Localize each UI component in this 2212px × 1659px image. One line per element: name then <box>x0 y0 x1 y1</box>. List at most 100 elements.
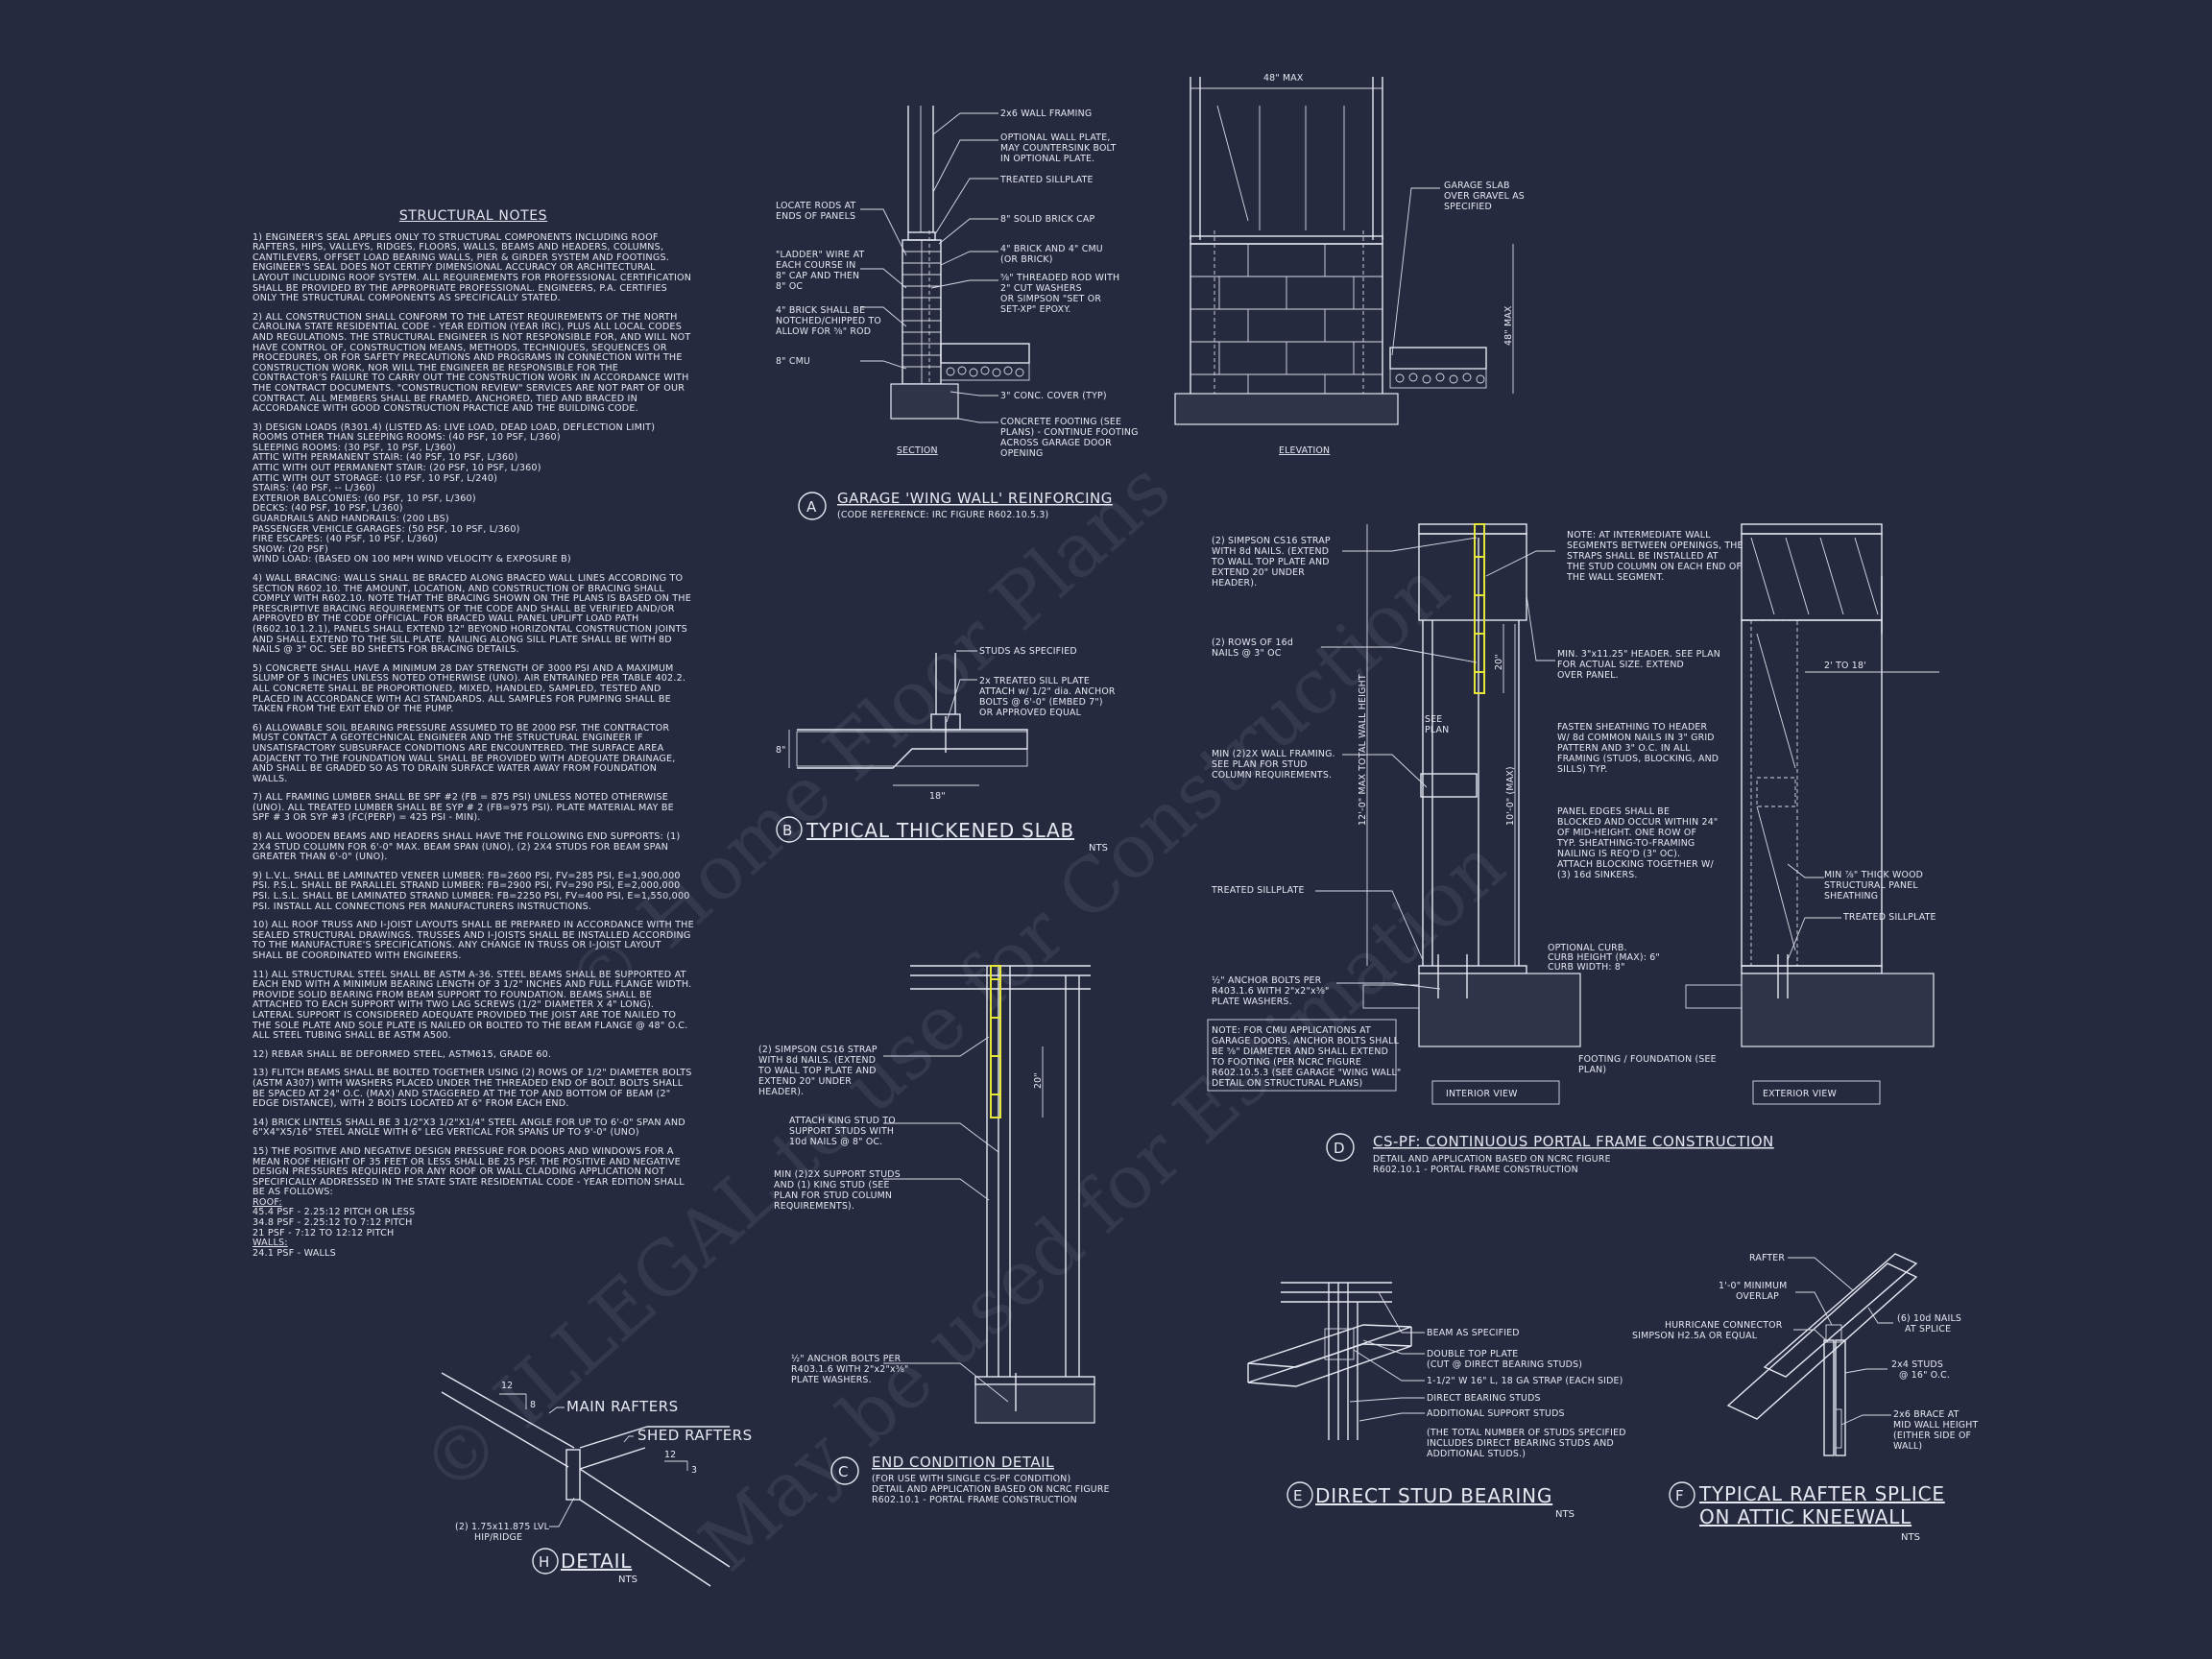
dim-height: 48" MAX <box>1503 305 1514 346</box>
detail-a-wing-wall: LOCATE RODS AT ENDS OF PANELS "LADDER" W… <box>776 73 1525 520</box>
svg-text:DIRECT BEARING STUDS: DIRECT BEARING STUDS <box>1427 1393 1541 1404</box>
svg-text:½" ANCHOR BOLTS PER: ½" ANCHOR BOLTS PER <box>791 1354 902 1364</box>
note-15: 15) THE POSITIVE AND NEGATIVE DESIGN PRE… <box>252 1145 685 1198</box>
svg-text:COLUMN REQUIREMENTS.: COLUMN REQUIREMENTS. <box>1212 770 1332 781</box>
roof-label: ROOF: <box>252 1196 282 1208</box>
svg-text:(EITHER SIDE OF: (EITHER SIDE OF <box>1893 1431 1971 1441</box>
note-2: 2) ALL CONSTRUCTION SHALL CONFORM TO THE… <box>252 311 691 415</box>
svg-text:MID WALL HEIGHT: MID WALL HEIGHT <box>1893 1420 1979 1431</box>
svg-text:NTS: NTS <box>1901 1532 1920 1543</box>
svg-text:NTS: NTS <box>618 1575 637 1585</box>
svg-text:4" BRICK SHALL BE: 4" BRICK SHALL BE <box>776 305 865 316</box>
svg-text:20": 20" <box>1033 1072 1044 1089</box>
roof-line-1: 45.4 PSF - 2.25:12 PITCH OR LESS <box>252 1207 416 1218</box>
svg-text:SILLS) TYP.: SILLS) TYP. <box>1557 764 1608 775</box>
svg-text:SHED RAFTERS: SHED RAFTERS <box>637 1427 753 1444</box>
svg-text:CURB HEIGHT (MAX): 6": CURB HEIGHT (MAX): 6" <box>1548 952 1660 963</box>
svg-text:10d NAILS @ 8" OC.: 10d NAILS @ 8" OC. <box>789 1137 882 1147</box>
svg-text:SEGMENTS BETWEEN OPENINGS, THE: SEGMENTS BETWEEN OPENINGS, THE <box>1567 541 1743 551</box>
svg-text:INCLUDES DIRECT BEARING STUDS: INCLUDES DIRECT BEARING STUDS AND <box>1427 1438 1614 1449</box>
svg-text:W/ 8d COMMON NAILS IN 3" GRID: W/ 8d COMMON NAILS IN 3" GRID <box>1557 733 1715 743</box>
note-11: 11) ALL STRUCTURAL STEEL SHALL BE ASTM A… <box>252 969 692 1042</box>
svg-text:ADDITIONAL STUDS.): ADDITIONAL STUDS.) <box>1427 1449 1526 1459</box>
svg-text:20": 20" <box>1494 654 1504 670</box>
svg-text:4" BRICK AND 4" CMU: 4" BRICK AND 4" CMU <box>1000 244 1103 254</box>
svg-text:OPTIONAL CURB.: OPTIONAL CURB. <box>1548 943 1627 953</box>
svg-text:⅝" THREADED ROD WITH: ⅝" THREADED ROD WITH <box>1000 273 1119 283</box>
svg-text:MAY COUNTERSINK BOLT: MAY COUNTERSINK BOLT <box>1000 143 1117 154</box>
detail-d-title: CS-PF: CONTINUOUS PORTAL FRAME CONSTRUCT… <box>1373 1133 1774 1150</box>
note-1: 1) ENGINEER'S SEAL APPLIES ONLY TO STRUC… <box>252 231 692 304</box>
svg-text:BLOCKED AND OCCUR WITHIN 24": BLOCKED AND OCCUR WITHIN 24" <box>1557 817 1718 828</box>
svg-text:8": 8" <box>776 745 786 756</box>
svg-text:WITH 8d NAILS. (EXTEND: WITH 8d NAILS. (EXTEND <box>758 1055 876 1066</box>
svg-text:MIN (2)2X WALL FRAMING.: MIN (2)2X WALL FRAMING. <box>1212 749 1335 759</box>
svg-text:EXTEND 20" UNDER: EXTEND 20" UNDER <box>758 1076 852 1087</box>
svg-text:ATTACH w/ 1/2" dia. ANCHOR: ATTACH w/ 1/2" dia. ANCHOR <box>979 686 1116 697</box>
svg-text:½" ANCHOR BOLTS PER: ½" ANCHOR BOLTS PER <box>1212 975 1322 986</box>
svg-text:MAIN RAFTERS: MAIN RAFTERS <box>566 1398 679 1415</box>
watermark: © ILLEGAL to use for Construction May be… <box>405 445 1521 1588</box>
svg-text:REQUIREMENTS).: REQUIREMENTS). <box>774 1201 854 1212</box>
detail-a-subtitle: (CODE REFERENCE: IRC FIGURE R602.10.5.3) <box>837 510 1048 520</box>
structural-notes: STRUCTURAL NOTES 1) ENGINEER'S SEAL APPL… <box>252 208 694 1259</box>
detail-b-title: TYPICAL THICKENED SLAB <box>805 819 1074 842</box>
svg-text:ATTACH BLOCKING TOGETHER W/: ATTACH BLOCKING TOGETHER W/ <box>1557 859 1714 870</box>
svg-text:SET-XP" EPOXY.: SET-XP" EPOXY. <box>1000 304 1070 315</box>
svg-text:HURRICANE CONNECTOR: HURRICANE CONNECTOR <box>1665 1320 1783 1331</box>
note-3: 3) DESIGN LOADS (R301.4) (LISTED AS: LIV… <box>252 421 656 565</box>
svg-text:NOTE: FOR CMU APPLICATIONS AT: NOTE: FOR CMU APPLICATIONS AT <box>1212 1025 1371 1036</box>
svg-text:MIN (2)2X SUPPORT STUDS: MIN (2)2X SUPPORT STUDS <box>774 1169 901 1180</box>
svg-text:12: 12 <box>501 1381 513 1391</box>
svg-text:8" OC: 8" OC <box>776 281 803 292</box>
svg-text:8" CMU: 8" CMU <box>776 356 810 367</box>
note-7: 7) ALL FRAMING LUMBER SHALL BE SPF #2 (F… <box>252 792 674 824</box>
svg-text:12'-0" MAX TOTAL WALL HEIGHT: 12'-0" MAX TOTAL WALL HEIGHT <box>1358 674 1368 826</box>
svg-text:FOOTING / FOUNDATION (SEE: FOOTING / FOUNDATION (SEE <box>1578 1054 1717 1065</box>
svg-text:TREATED SILLPLATE: TREATED SILLPLATE <box>1211 885 1305 896</box>
note-14: 14) BRICK LINTELS SHALL BE 3 1/2"x3 1/2"… <box>252 1117 685 1139</box>
svg-text:EXTEND 20" UNDER: EXTEND 20" UNDER <box>1212 567 1305 578</box>
note-6: 6) ALLOWABLE SOIL BEARING PRESSURE ASSUM… <box>252 722 676 784</box>
svg-text:WITH 8d NAILS. (EXTEND: WITH 8d NAILS. (EXTEND <box>1212 546 1329 557</box>
detail-e-letter: E <box>1293 1487 1303 1504</box>
roof-line-2: 34.8 PSF - 2.25:12 TO 7:12 PITCH <box>252 1217 413 1229</box>
detail-a-title: GARAGE 'WING WALL' REINFORCING <box>837 490 1113 507</box>
svg-text:FOR ACTUAL SIZE. EXTEND: FOR ACTUAL SIZE. EXTEND <box>1557 660 1684 670</box>
detail-c-title: END CONDITION DETAIL <box>872 1454 1054 1471</box>
svg-text:R403.1.6 WITH 2"x2"x⅜": R403.1.6 WITH 2"x2"x⅜" <box>1212 986 1330 997</box>
svg-text:HEADER).: HEADER). <box>758 1087 804 1097</box>
detail-f-rafter-splice: RAFTER 1'-0" MINIMUM OVERLAP HURRICANE C… <box>1632 1253 1979 1543</box>
svg-text:TO WALL TOP PLATE AND: TO WALL TOP PLATE AND <box>1211 557 1330 567</box>
exterior-view-label: EXTERIOR VIEW <box>1763 1089 1837 1099</box>
svg-text:SHEATHING: SHEATHING <box>1824 891 1878 902</box>
svg-text:PLANS) - CONTINUE FOOTING: PLANS) - CONTINUE FOOTING <box>1000 427 1139 438</box>
detail-d-letter: D <box>1334 1140 1345 1157</box>
svg-text:ALLOW FOR ⅝" ROD: ALLOW FOR ⅝" ROD <box>776 326 871 337</box>
svg-text:(6) 10d NAILS: (6) 10d NAILS <box>1897 1313 1961 1324</box>
svg-text:12: 12 <box>664 1450 676 1460</box>
svg-text:1'-0" MINIMUM: 1'-0" MINIMUM <box>1719 1281 1787 1291</box>
svg-text:CURB WIDTH: 8": CURB WIDTH: 8" <box>1548 962 1625 973</box>
svg-text:3: 3 <box>691 1465 697 1476</box>
svg-text:DETAIL AND APPLICATION BASED O: DETAIL AND APPLICATION BASED ON NCRC FIG… <box>872 1484 1110 1495</box>
svg-text:ATTACH KING STUD TO: ATTACH KING STUD TO <box>789 1116 896 1126</box>
svg-text:BOLTS @ 6'-0" (EMBED 7"): BOLTS @ 6'-0" (EMBED 7") <box>979 697 1103 708</box>
svg-text:ACROSS GARAGE DOOR: ACROSS GARAGE DOOR <box>1000 438 1112 448</box>
note-8: 8) ALL WOODEN BEAMS AND HEADERS SHALL HA… <box>252 831 681 863</box>
detail-d-portal-frame: 20" 12'-0" MAX TOTAL WALL HEIGHT 10'-0" … <box>1207 523 1939 1175</box>
notes-title: STRUCTURAL NOTES <box>398 208 548 224</box>
svg-text:NOTE: AT INTERMEDIATE WALL: NOTE: AT INTERMEDIATE WALL <box>1567 530 1711 541</box>
svg-text:R403.1.6 WITH 2"x2"x⅜": R403.1.6 WITH 2"x2"x⅜" <box>791 1364 909 1375</box>
svg-text:ENDS OF PANELS: ENDS OF PANELS <box>776 211 855 222</box>
svg-text:WALL): WALL) <box>1893 1441 1922 1452</box>
svg-text:DETAIL AND APPLICATION BASED O: DETAIL AND APPLICATION BASED ON NCRC FIG… <box>1373 1154 1611 1165</box>
svg-text:2' TO 18': 2' TO 18' <box>1824 661 1866 671</box>
detail-c-end-condition: 20" (2) SIMPSON CS16 STRAP WITH 8d NAILS… <box>757 965 1110 1505</box>
svg-text:2x6 BRACE AT: 2x6 BRACE AT <box>1893 1409 1960 1420</box>
svg-text:2x4 STUDS: 2x4 STUDS <box>1891 1359 1943 1370</box>
svg-text:AND (1) KING STUD (SEE: AND (1) KING STUD (SEE <box>774 1180 890 1190</box>
svg-text:OVERLAP: OVERLAP <box>1736 1291 1779 1302</box>
svg-text:DOUBLE TOP PLATE: DOUBLE TOP PLATE <box>1427 1349 1518 1359</box>
svg-text:SUPPORT STUDS WITH: SUPPORT STUDS WITH <box>789 1126 894 1137</box>
